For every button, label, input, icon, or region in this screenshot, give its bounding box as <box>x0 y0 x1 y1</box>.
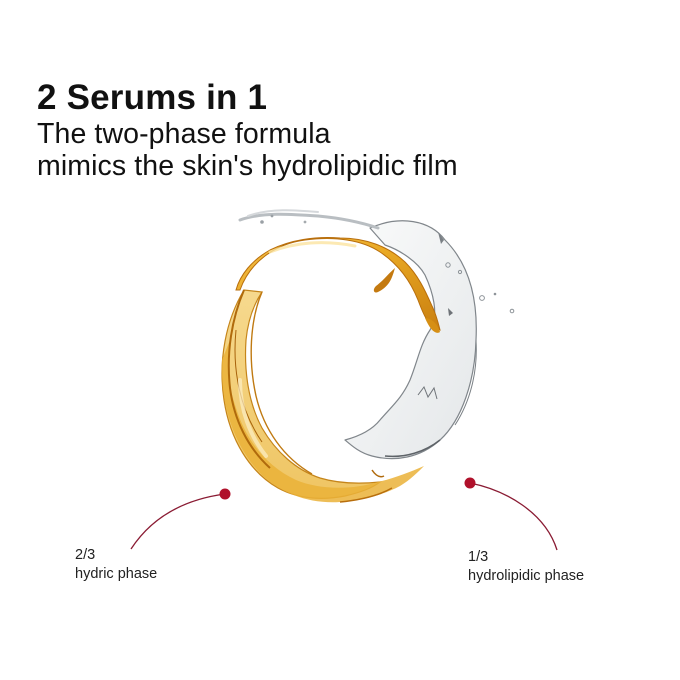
callout-line-hydrolipidic <box>469 482 558 551</box>
callout-dot-hydrolipidic <box>464 477 476 489</box>
hydric-fraction: 2/3 <box>75 547 96 563</box>
headline: 2 Serums in 1 The two-phase formula mimi… <box>37 78 458 182</box>
callout-label-hydrolipidic: 1/3 hydrolipidic phase <box>468 548 584 586</box>
oil-splash <box>221 237 441 503</box>
callout-hydrolipidic <box>464 477 558 551</box>
callout-line-hydric <box>130 493 226 550</box>
subtitle-line-2: mimics the skin's hydrolipidic film <box>37 150 458 182</box>
callout-label-hydric: 2/3 hydric phase <box>75 546 157 584</box>
callout-hydric <box>130 488 231 550</box>
callout-dot-hydric <box>219 488 231 500</box>
water-splash <box>238 209 515 460</box>
subtitle-line-1: The two-phase formula <box>37 118 331 150</box>
page-title: 2 Serums in 1 <box>37 78 268 117</box>
hydrolipidic-fraction: 1/3 <box>468 549 489 565</box>
hydric-phase-name: hydric phase <box>75 566 158 582</box>
hydrolipidic-phase-name: hydrolipidic phase <box>468 568 585 584</box>
